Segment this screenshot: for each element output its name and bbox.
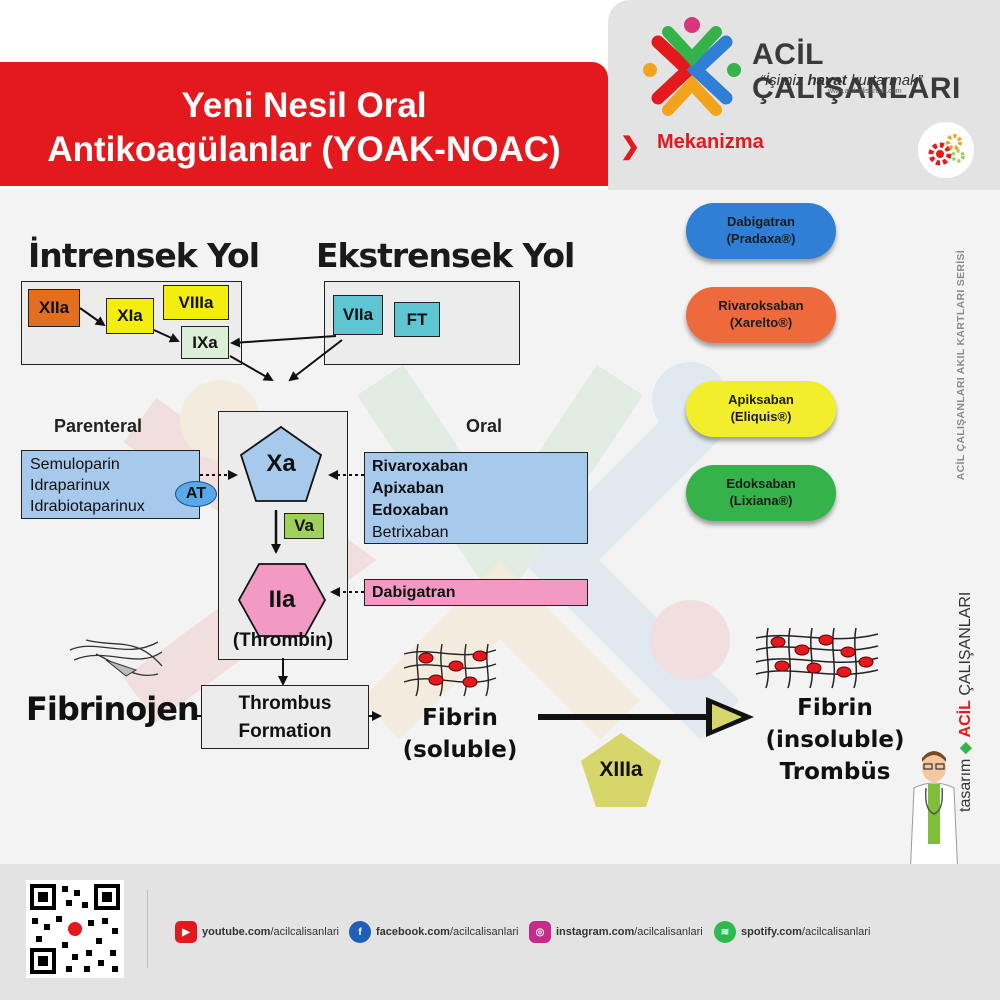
oral-xa-drugs-box: Rivaroxaban Apixaban Edoxaban Betrixaban: [364, 452, 588, 544]
xa-pentagon: [239, 425, 323, 502]
youtube-icon: ▶: [175, 921, 197, 943]
at-antithrombin-badge: AT: [175, 481, 217, 507]
parenteral-drug: Idraparinux: [30, 477, 111, 494]
thrombus-formation-box: [201, 685, 369, 749]
pill-apiksaban: Apiksaban(Eliquis®): [686, 381, 836, 437]
intrinsic-pathway-title: İntrensek Yol: [28, 236, 260, 275]
gears-icon: [918, 122, 974, 178]
fibrin-soluble-label: Fibrin (soluble): [402, 705, 518, 763]
xa-label: Xa: [266, 450, 296, 477]
page-title: Yeni Nesil Oral Antikoagülanlar (YOAK-NO…: [0, 84, 608, 172]
thrombus-formation-label: Thrombus Formation: [238, 693, 332, 742]
xiiia-pentagon: [581, 733, 661, 807]
parenteral-drug: Idrabiotaparinux: [30, 498, 145, 515]
factor-xiia: XIIa: [28, 289, 80, 327]
footer-bar: [0, 864, 1000, 1000]
spotify-link[interactable]: ≋spotify.com/acilcalisanlari: [714, 919, 870, 945]
oral-drug: Betrixaban: [372, 524, 449, 541]
page-title-line2: Antikoagülanlar (YOAK-NOAC): [47, 130, 561, 169]
brand-url: www.acilcalisanlari.com: [828, 88, 902, 95]
oral-drug: Apixaban: [372, 480, 445, 497]
dabigatran-box: Dabigatran: [364, 579, 588, 606]
oral-label: Oral: [466, 416, 503, 436]
footer-divider: [147, 890, 148, 968]
brand-logo: [643, 17, 741, 116]
factor-viiia: VIIIa: [163, 285, 229, 320]
parenteral-drugs-box: Semuloparin Idraparinux Idrabiotaparinux: [21, 450, 200, 519]
insoluble-fibrin-mesh-icon: [755, 627, 879, 689]
brand-slogan: “İşimiz hayat kurtarmak”: [760, 72, 923, 89]
instagram-icon: ◎: [529, 921, 551, 943]
pill-rivaroksaban: Rivaroksaban(Xarelto®): [686, 287, 836, 343]
oral-drug: Edoxaban: [372, 502, 449, 519]
factor-viia: VIIa: [333, 295, 383, 335]
youtube-link[interactable]: ▶youtube.com/acilcalisanlari: [175, 919, 339, 945]
soluble-fibrin-mesh-icon: [403, 643, 497, 697]
instagram-link[interactable]: ◎instagram.com/acilcalisanlari: [529, 919, 703, 945]
section-label: Mekanizma: [657, 131, 764, 153]
oral-drug: Rivaroxaban: [372, 458, 469, 475]
qr-code[interactable]: [26, 880, 124, 978]
facebook-icon: f: [349, 921, 371, 943]
chevron-right-icon: ❯: [620, 133, 641, 160]
fibrinogen-strands: [69, 639, 163, 677]
extrinsic-pathway-title: Ekstrensek Yol: [316, 236, 575, 275]
pill-dabigatran: Dabigatran(Pradaxa®): [686, 203, 836, 259]
page-title-line1: Yeni Nesil Oral: [181, 86, 427, 125]
factor-ft: FT: [394, 302, 440, 337]
iia-hexagon: [237, 563, 327, 637]
thrombin-label: (Thrombin): [232, 630, 334, 651]
brand-name: ACİL ÇALIŞANLARI: [752, 38, 961, 105]
spotify-icon: ≋: [714, 921, 736, 943]
factor-va: Va: [284, 513, 324, 539]
factor-xia: XIa: [106, 298, 154, 334]
parenteral-label: Parenteral: [54, 416, 143, 436]
fibrinogen-label: Fibrinojen: [26, 690, 200, 728]
parenteral-drug: Semuloparin: [30, 456, 120, 473]
xiiia-label: XIIIa: [599, 758, 643, 781]
factor-ixa: IXa: [181, 326, 229, 359]
title-banner: [0, 62, 608, 186]
fibrin-insoluble-label: Fibrin (insoluble) Trombüs: [765, 695, 905, 785]
iia-label: IIa: [268, 586, 296, 613]
pill-edoksaban: Edoksaban(Lixiana®): [686, 465, 836, 521]
